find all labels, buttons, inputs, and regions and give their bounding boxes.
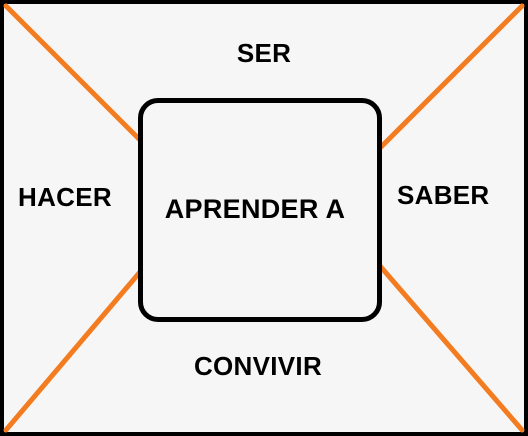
bottom-label: CONVIVIR [193, 351, 323, 381]
right-label: SABER [397, 180, 490, 210]
center-label: APRENDER A [164, 194, 346, 224]
top-label: SER [236, 38, 292, 68]
center-box [138, 98, 382, 322]
diagonal-bottom-right [377, 263, 525, 433]
diagonal-top-left [3, 3, 143, 143]
diagonal-top-right [377, 3, 525, 151]
left-label: HACER [18, 182, 112, 212]
diagonal-bottom-left [3, 269, 143, 433]
